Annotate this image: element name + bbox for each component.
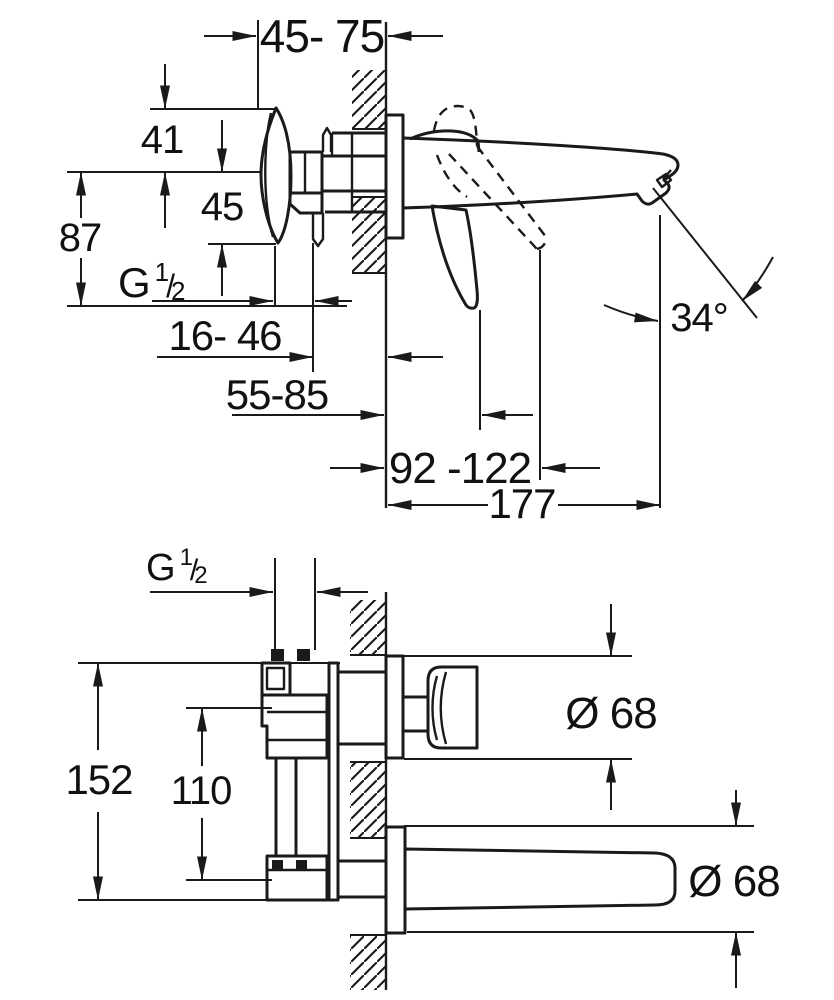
dim-45: 45 — [201, 185, 244, 229]
handle-knob-profile — [426, 665, 479, 750]
wall-flange-plate — [384, 113, 405, 240]
dim-87: 87 — [59, 216, 102, 260]
spout-front-profile — [403, 847, 677, 911]
mixer-side-profile — [259, 104, 758, 319]
dim-16-46: 16- 46 — [168, 312, 281, 359]
top-view-drawing: 45- 75 41 45 87 G1/2 16- 46 — [59, 10, 774, 527]
wall-section — [352, 22, 388, 508]
dim-177: 177 — [488, 480, 555, 527]
mounting-rail — [327, 661, 340, 902]
lever-open-position-dashed — [432, 104, 548, 251]
dim-spout-diameter: Ø 68 — [688, 857, 779, 906]
dim-55-85: 55-85 — [226, 371, 328, 418]
dim-depth-range: 45- 75 — [260, 10, 384, 62]
concealed-body-tube — [322, 131, 386, 214]
spout-profile — [401, 136, 680, 210]
dim-110: 110 — [171, 769, 232, 813]
handle-lever-profile — [259, 106, 293, 245]
spout-escutcheon — [384, 825, 407, 935]
dim-spray-angle: 34° — [670, 296, 728, 340]
lever-blade-closed — [430, 204, 479, 310]
dim-41: 41 — [141, 118, 184, 162]
handle-escutcheon — [384, 654, 405, 760]
dim-escutcheon-diameter: Ø 68 — [565, 689, 656, 738]
dim-92-122: 92 -122 — [389, 444, 531, 493]
concealed-mounting-body — [260, 649, 386, 902]
trim-parts — [384, 654, 677, 935]
spray-direction-line — [652, 187, 758, 319]
wall-section-bottom — [350, 592, 388, 990]
dim-152: 152 — [65, 756, 132, 803]
aerator-face — [655, 172, 673, 189]
